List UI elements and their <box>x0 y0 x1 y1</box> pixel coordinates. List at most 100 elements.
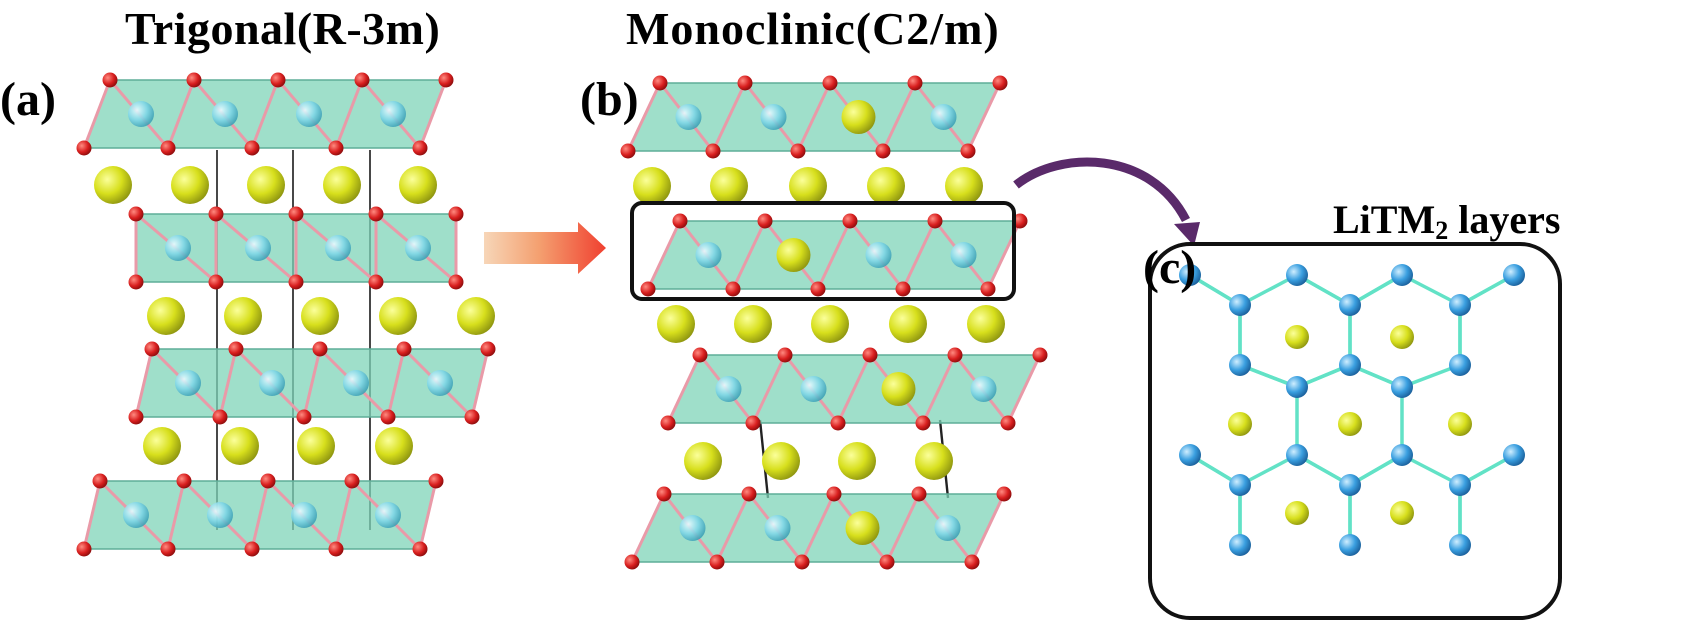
oxygen-atom <box>810 281 826 297</box>
oxygen-atom <box>992 75 1008 91</box>
metal-oxygen-bond <box>82 79 112 149</box>
transition-metal-atom <box>1391 264 1413 286</box>
lithium-atom <box>247 166 285 204</box>
metal-oxygen-bond <box>881 82 917 152</box>
oxygen-atom <box>228 341 244 357</box>
transition-metal-atom <box>1449 354 1471 376</box>
oxygen-atom <box>312 341 328 357</box>
transition-metal-atom <box>715 376 742 402</box>
oxygen-atom <box>907 75 923 91</box>
transition-metal-atom <box>1449 294 1471 316</box>
transition-metal-atom <box>930 104 957 130</box>
oxygen-atom <box>128 274 144 290</box>
oxygen-atom <box>270 72 286 88</box>
layer-title: LiTM2 layers <box>1333 196 1560 246</box>
oxygen-atom <box>656 486 672 502</box>
oxygen-atom <box>464 409 480 425</box>
metal-oxygen-bond <box>334 480 354 550</box>
transition-metal-atom <box>1229 534 1251 556</box>
metal-oxygen-bond <box>134 348 154 418</box>
lithium-atom <box>838 442 876 480</box>
transition-metal-atom <box>675 104 702 130</box>
lithium-atom <box>841 100 876 134</box>
oxygen-atom <box>288 206 304 222</box>
lithium-atom <box>375 427 413 465</box>
transition-metal-atom <box>291 502 317 528</box>
lithium-atom <box>1338 412 1362 436</box>
transition-metal-atom <box>950 242 977 268</box>
oxygen-atom <box>692 347 708 363</box>
transition-metal-atom <box>1179 264 1201 286</box>
transition-metal-atom <box>128 101 154 127</box>
oxygen-atom <box>830 415 846 431</box>
metal-oxygen-bond <box>250 79 280 149</box>
metal-oxygen-bond <box>1006 354 1042 424</box>
metal-oxygen-bond <box>166 480 186 550</box>
oxygen-atom <box>624 554 640 570</box>
oxygen-atom <box>102 72 118 88</box>
oxygen-atom <box>368 206 384 222</box>
oxygen-atom <box>652 75 668 91</box>
layer-title-subscript: 2 <box>1435 216 1449 245</box>
oxygen-atom <box>826 486 842 502</box>
transition-metal-atom <box>1229 474 1251 496</box>
panel-label-a: (a) <box>0 73 56 126</box>
transition-metal-atom <box>175 370 201 396</box>
oxygen-atom <box>76 140 92 156</box>
metal-oxygen-bond <box>800 493 836 563</box>
lithium-atom <box>845 511 880 545</box>
metal-oxygen-bond <box>816 220 852 290</box>
oxygen-atom <box>412 541 428 557</box>
transition-metal-atom <box>427 370 453 396</box>
metal-oxygen-bond <box>334 79 364 149</box>
lithium-atom <box>1390 325 1414 349</box>
oxygen-atom <box>208 274 224 290</box>
lithium-atom <box>1285 325 1309 349</box>
lithium-atom <box>143 427 181 465</box>
lithium-atom <box>224 297 262 335</box>
monoclinic-structure <box>620 75 1048 570</box>
lithium-atom <box>94 166 132 204</box>
transition-metal-atom <box>800 376 827 402</box>
layer-title-prefix: LiTM <box>1333 197 1436 242</box>
oxygen-atom <box>660 415 676 431</box>
transition-metal-atom <box>1339 474 1361 496</box>
transition-metal-atom <box>1391 376 1413 398</box>
lithium-atom <box>221 427 259 465</box>
panel-label-b: (b) <box>580 73 639 126</box>
oxygen-atom <box>640 281 656 297</box>
metal-oxygen-bond <box>250 480 270 550</box>
transition-metal-atom <box>375 502 401 528</box>
oxygen-atom <box>76 541 92 557</box>
lithium-atom <box>762 442 800 480</box>
oxygen-atom <box>244 140 260 156</box>
transition-metal-atom <box>1339 534 1361 556</box>
oxygen-atom <box>212 409 228 425</box>
lithium-atom <box>684 442 722 480</box>
oxygen-atom <box>960 143 976 159</box>
lithium-atom <box>967 305 1005 343</box>
oxygen-atom <box>745 415 761 431</box>
oxygen-atom <box>1012 213 1028 229</box>
transition-metal-atom <box>212 101 238 127</box>
oxygen-atom <box>380 409 396 425</box>
transition-metal-atom <box>207 502 233 528</box>
transition-metal-atom <box>865 242 892 268</box>
oxygen-atom <box>927 213 943 229</box>
oxygen-atom <box>996 486 1012 502</box>
oxygen-atom <box>438 72 454 88</box>
metal-oxygen-bond <box>82 480 102 550</box>
monoclinic-title: Monoclinic(C2/m) <box>626 3 1000 54</box>
lithium-atom <box>171 166 209 204</box>
metal-oxygen-bond <box>921 354 957 424</box>
oxygen-atom <box>176 473 192 489</box>
metal-oxygen-bond <box>646 220 682 290</box>
lithium-atom <box>1390 501 1414 525</box>
trigonal-title: Trigonal(R-3m) <box>125 3 441 54</box>
transition-metal-atom <box>764 515 791 541</box>
oxygen-atom <box>822 75 838 91</box>
metal-oxygen-bond <box>386 348 406 418</box>
transition-metal-atom <box>970 376 997 402</box>
lithium-atom <box>889 305 927 343</box>
